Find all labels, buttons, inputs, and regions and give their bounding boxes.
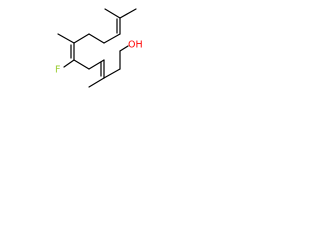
molecule-structure-canvas: F OH — [0, 0, 150, 150]
skeletal-formula-diagram: F OH — [55, 8, 143, 88]
bond-chain-6 — [103, 68, 121, 79]
bond-methyl-lower — [88, 77, 105, 88]
bond-chain-5 — [88, 59, 105, 70]
bond-methyl-middle — [57, 33, 75, 44]
fluorine-atom-label: F — [55, 65, 60, 76]
bond-chain-2 — [88, 33, 105, 44]
carbon-skeleton-bonds — [57, 8, 137, 88]
bond-methyl-left — [104, 8, 121, 19]
hydroxyl-group-label: OH — [128, 40, 143, 51]
bond-methyl-right — [119, 8, 137, 19]
bond-chain-1 — [103, 33, 121, 44]
bond-to-fluorine — [63, 59, 75, 68]
bond-chain-4 — [73, 59, 90, 70]
bond-chain-3 — [73, 33, 90, 44]
bond-to-hydroxyl — [119, 45, 129, 52]
